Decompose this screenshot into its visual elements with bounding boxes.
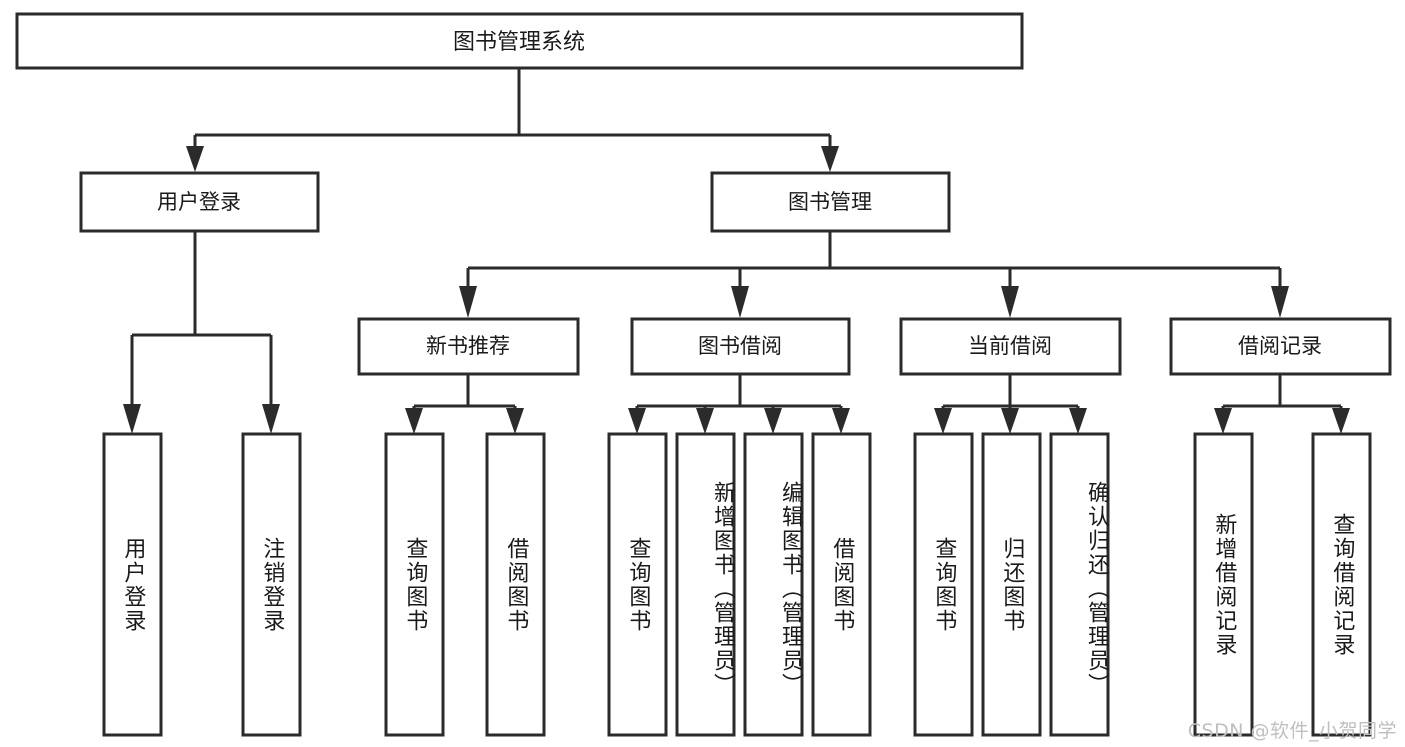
arrowhead-leaf-borrow-book-1: [506, 408, 524, 434]
arrowhead-leaf-query-record: [1332, 408, 1350, 434]
leaf-add-record-box[interactable]: [1193, 432, 1254, 737]
leaf-confirm-return-box[interactable]: [1049, 432, 1110, 737]
arrowhead-leaf-logout: [262, 404, 280, 434]
node-root-label: 图书管理系统: [453, 30, 585, 55]
node-book-manage[interactable]: 图书管理: [710, 171, 951, 233]
node-root-box[interactable]: [15, 12, 1024, 70]
arrowhead-leaf-add-book: [696, 408, 714, 434]
leaf-add-book-box[interactable]: [675, 432, 736, 737]
node-current-borrow-label: 当前借阅: [968, 334, 1052, 358]
arrowhead-user-login: [186, 146, 204, 172]
node-book-manage-label: 图书管理: [788, 190, 872, 214]
node-user-login-box[interactable]: [79, 171, 320, 233]
node-root[interactable]: 图书管理系统: [15, 12, 1024, 70]
arrowhead-leaf-user-login: [123, 404, 141, 434]
connector-group-book-manage: [459, 231, 1289, 318]
leaf-query-book-1-box[interactable]: [384, 432, 445, 737]
node-new-book-recommend-label: 新书推荐: [426, 334, 510, 358]
leaf-return-book-box[interactable]: [981, 432, 1042, 737]
connector-group-user-login: [123, 231, 280, 434]
node-book-borrow-label: 图书借阅: [698, 334, 782, 358]
arrowhead-leaf-borrow-book-2: [832, 408, 850, 434]
leaf-edit-book-box[interactable]: [743, 432, 804, 737]
node-book-borrow[interactable]: 图书借阅: [630, 317, 851, 376]
leaf-query-record-box[interactable]: [1311, 432, 1372, 737]
watermark-text: CSDN @软件_小贺同学: [1187, 720, 1397, 742]
node-book-borrow-box[interactable]: [630, 317, 851, 376]
node-new-book-recommend-box[interactable]: [357, 317, 580, 376]
arrowhead-leaf-add-record: [1214, 408, 1232, 434]
node-current-borrow-box[interactable]: [899, 317, 1122, 376]
arrowhead-leaf-query-book-1: [405, 408, 423, 434]
leaf-user-login-box[interactable]: [102, 432, 163, 737]
node-book-manage-box[interactable]: [710, 171, 951, 233]
leaf-logout-box[interactable]: [241, 432, 302, 737]
leaf-borrow-book-1-box[interactable]: [485, 432, 546, 737]
arrowhead-leaf-query-book-2: [628, 408, 646, 434]
node-user-login-label: 用户登录: [157, 190, 241, 214]
arrowhead-book-manage: [821, 146, 839, 172]
connector-group-new-book-recommend: [405, 374, 524, 434]
arrowhead-leaf-return-book: [1001, 408, 1019, 434]
node-new-book-recommend[interactable]: 新书推荐: [357, 317, 580, 376]
node-current-borrow[interactable]: 当前借阅: [899, 317, 1122, 376]
arrowhead-leaf-query-book-3: [934, 408, 952, 434]
connector-group-borrow-record: [1214, 374, 1350, 434]
arrowhead-borrow-record: [1271, 286, 1289, 318]
node-user-login[interactable]: 用户登录: [79, 171, 320, 233]
leaf-boxes: [102, 432, 1372, 737]
arrowhead-current-borrow: [1001, 286, 1019, 318]
arrowhead-leaf-edit-book: [764, 408, 782, 434]
connector-group-root: [186, 68, 839, 172]
leaf-query-book-3-box[interactable]: [913, 432, 974, 737]
leaf-borrow-book-2-box[interactable]: [811, 432, 872, 737]
arrowhead-new-book-recommend: [459, 286, 477, 318]
connector-group-current-borrow: [934, 374, 1087, 434]
arrowhead-book-borrow: [731, 286, 749, 318]
node-borrow-record[interactable]: 借阅记录: [1169, 317, 1392, 376]
arrowhead-leaf-confirm-return: [1069, 408, 1087, 434]
node-borrow-record-label: 借阅记录: [1238, 334, 1322, 358]
node-borrow-record-box[interactable]: [1169, 317, 1392, 376]
leaf-query-book-2-box[interactable]: [607, 432, 668, 737]
connector-group-book-borrow: [628, 374, 850, 434]
